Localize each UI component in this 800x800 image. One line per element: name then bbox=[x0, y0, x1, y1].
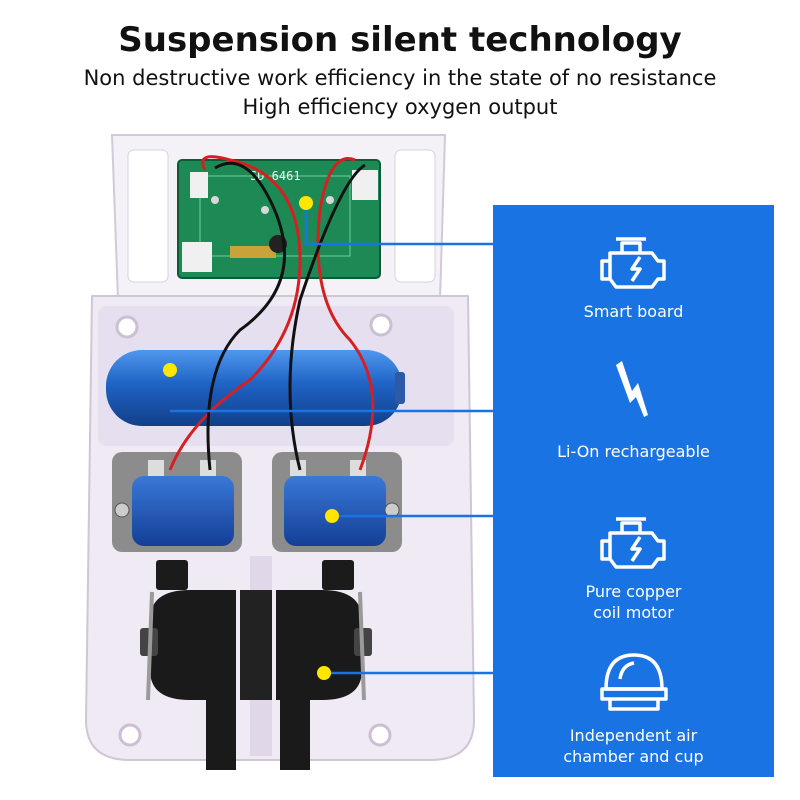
wires bbox=[168, 155, 375, 471]
feature-label-air-line1: Independent air bbox=[569, 726, 698, 745]
engine-icon bbox=[599, 237, 666, 289]
feature-li-on: Li-On rechargeable bbox=[493, 357, 774, 462]
feature-label-coil-line1: Pure copper bbox=[585, 582, 682, 601]
feature-label-air-line2: chamber and cup bbox=[563, 747, 704, 766]
subtitle-line-1: Non destructive work efficiency in the s… bbox=[83, 66, 717, 90]
feature-coil-motor: Pure copper coil motor bbox=[493, 515, 774, 623]
lightning-icon bbox=[615, 361, 648, 417]
li-ion-battery bbox=[106, 350, 405, 426]
subtitle-line-2: High efficiency oxygen output bbox=[242, 95, 558, 119]
feature-air-chamber: Independent air chamber and cup bbox=[493, 649, 774, 767]
feature-panel: Smart board Li-On rechargeable Pure copp… bbox=[493, 205, 774, 777]
magnet-left bbox=[156, 560, 188, 590]
page-title: Suspension silent technology bbox=[118, 20, 682, 60]
coil-motor-left bbox=[112, 452, 242, 552]
callout-lines bbox=[170, 203, 493, 675]
marker-battery bbox=[163, 363, 177, 377]
marker-coil-motor bbox=[325, 509, 339, 523]
feature-smart-board: Smart board bbox=[493, 235, 774, 322]
engine-icon bbox=[599, 517, 666, 569]
dome-chamber-icon bbox=[599, 653, 668, 711]
feature-label-li-on: Li-On rechargeable bbox=[557, 442, 710, 461]
feature-label-coil-line2: coil motor bbox=[593, 603, 674, 622]
marker-air-chamber bbox=[317, 666, 331, 680]
feature-label-smart-board: Smart board bbox=[583, 302, 684, 321]
magnet-right bbox=[322, 560, 354, 590]
marker-smart-board bbox=[299, 196, 313, 210]
coil-motor-right bbox=[272, 452, 402, 552]
